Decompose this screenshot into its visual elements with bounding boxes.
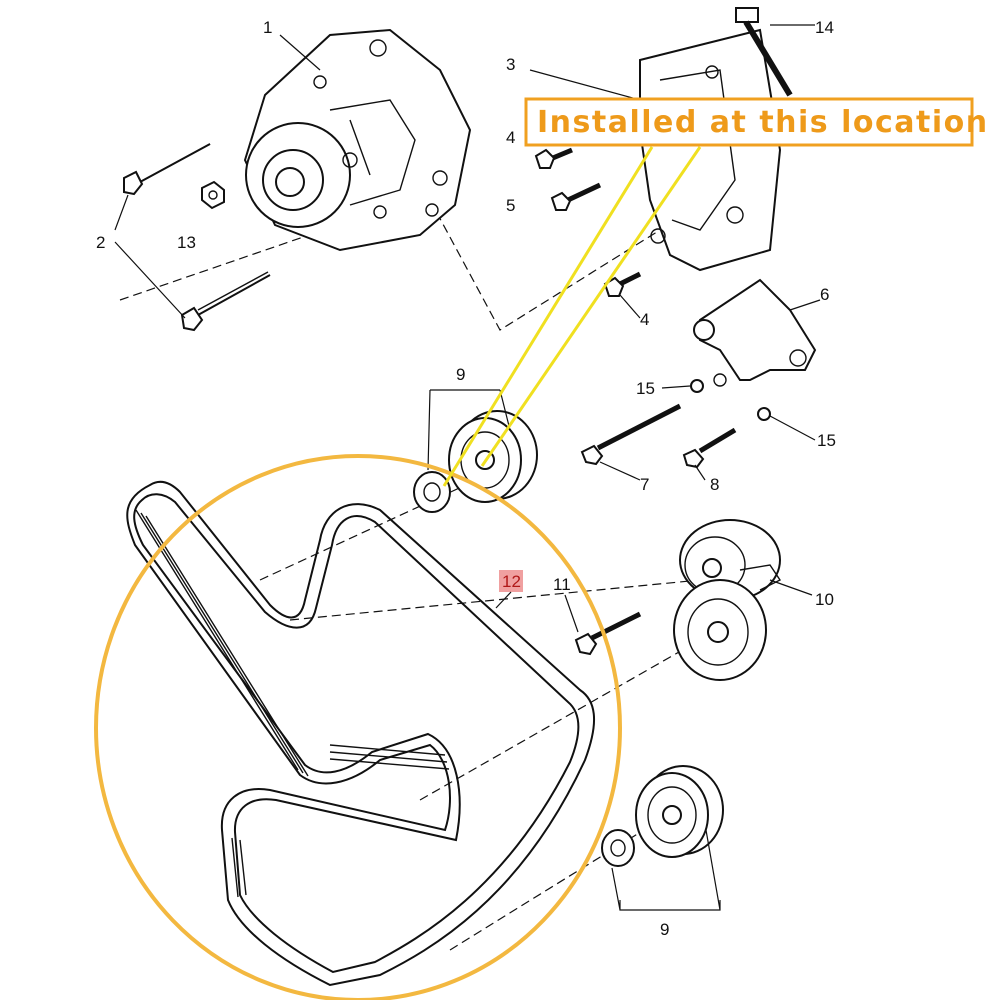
label-tensioner-bracket: 6 xyxy=(820,285,829,304)
label-bolt-14: 14 xyxy=(815,18,834,37)
bolt-long-lower xyxy=(180,271,271,332)
bolt-14 xyxy=(735,7,793,97)
idler-pulley-lower xyxy=(601,765,724,867)
label-idler-lower: 9 xyxy=(660,920,669,939)
nut-13 xyxy=(201,180,225,210)
bolt-7 xyxy=(580,403,682,466)
label-bracket: 3 xyxy=(506,55,515,74)
label-washer-15-b: 15 xyxy=(817,431,836,450)
label-idler-upper: 9 xyxy=(456,365,465,384)
label-bolt-4-upper: 4 xyxy=(506,128,515,147)
label-alternator: 1 xyxy=(263,18,272,37)
highlight-circle xyxy=(94,454,622,1002)
callout: Installed at this location xyxy=(442,97,989,487)
washers-15 xyxy=(690,379,771,421)
bracket-3 xyxy=(639,28,782,272)
tensioner-bracket xyxy=(693,278,817,387)
alternator xyxy=(243,28,472,252)
label-bolt-4-lower: 4 xyxy=(640,310,649,329)
label-washer-15-a: 15 xyxy=(636,379,655,398)
idler-pulley-upper xyxy=(413,410,538,513)
callout-text: Installed at this location xyxy=(537,105,989,140)
bolt-11 xyxy=(574,611,642,656)
leader-lines xyxy=(114,24,821,911)
tensioner-10 xyxy=(673,519,782,681)
bolt-8 xyxy=(682,427,737,469)
small-bolts xyxy=(534,147,642,297)
label-bolt-7: 7 xyxy=(640,475,649,494)
label-belt: 12 xyxy=(502,572,521,591)
label-bolt-5: 5 xyxy=(506,196,515,215)
part-number-labels: 1 2 3 4 5 4 6 9 7 8 15 15 10 11 13 14 9 xyxy=(96,18,836,939)
label-bolt-8: 8 xyxy=(710,475,719,494)
callout-box xyxy=(524,97,974,147)
label-bolt-long: 2 xyxy=(96,233,105,252)
serpentine-belt xyxy=(126,480,596,987)
label-bolt-11: 11 xyxy=(553,575,571,594)
label-nut-13: 13 xyxy=(177,233,196,252)
belt-label-highlight: 12 xyxy=(495,570,523,609)
label-tensioner: 10 xyxy=(815,590,834,609)
bolt-long-upper xyxy=(123,143,211,196)
